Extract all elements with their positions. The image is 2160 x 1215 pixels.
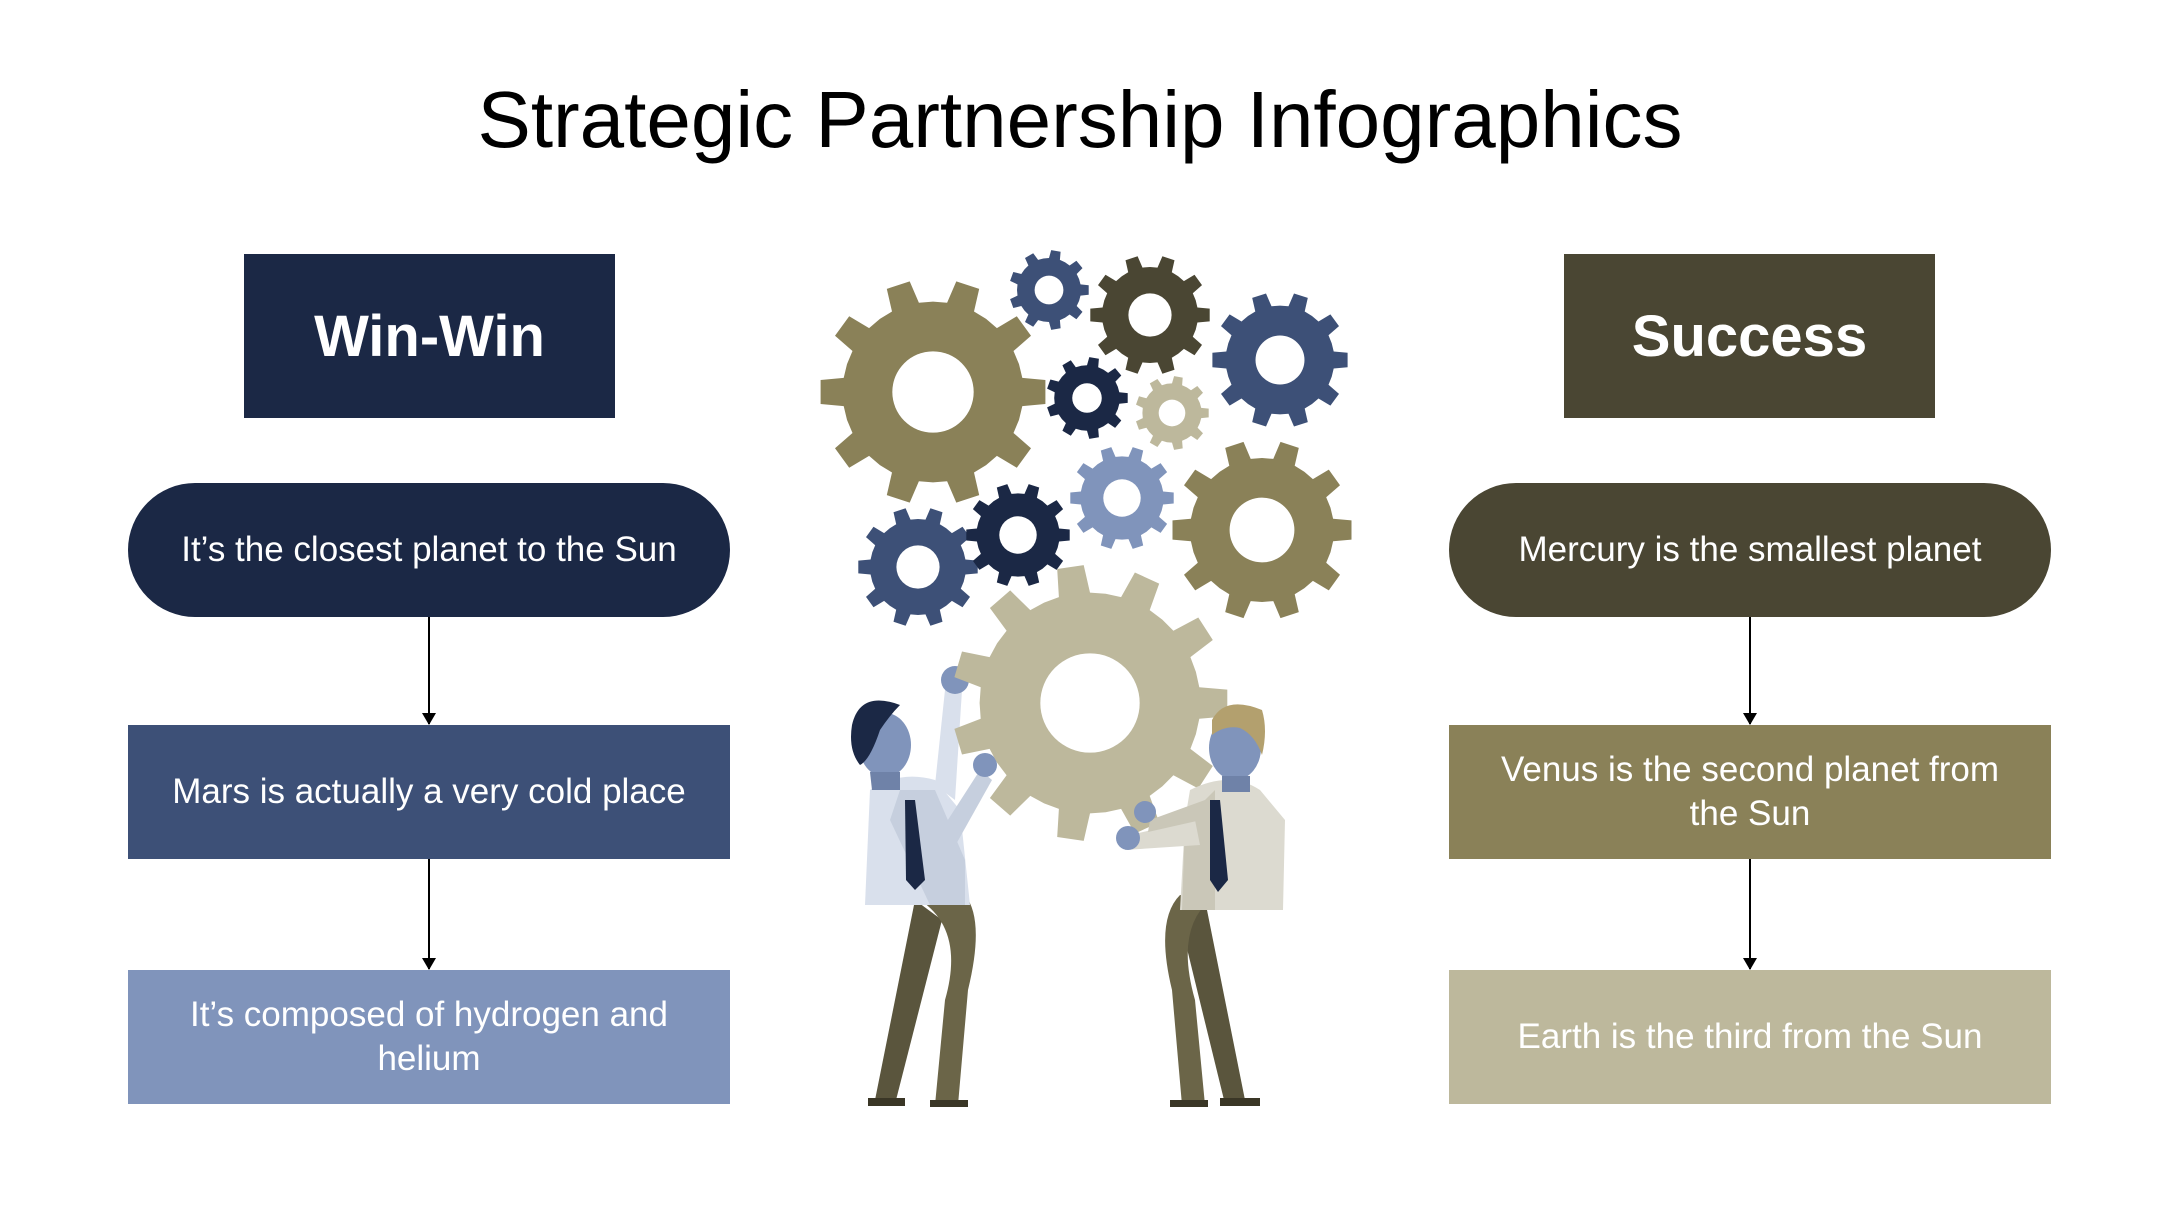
- win-win-header: Win-Win: [244, 254, 615, 418]
- left-step-2: Mars is actually a very cold place: [128, 725, 730, 859]
- right-arrow-1: [1743, 617, 1757, 725]
- gear-4: [1212, 293, 1348, 427]
- gear-10: [966, 484, 1070, 586]
- left-step-3: It’s composed of hydrogen and helium: [128, 970, 730, 1104]
- page-title: Strategic Partnership Infographics: [477, 75, 1683, 164]
- left-businessman-figure: [851, 666, 997, 1107]
- right-arrow-2: [1743, 859, 1757, 970]
- right-step-3: Earth is the third from the Sun: [1449, 970, 2051, 1104]
- large-lifted-gear: [954, 565, 1228, 841]
- partnership-gears-illustration: [820, 250, 1352, 1107]
- left-arrow-1: [422, 617, 436, 725]
- gear-1: [820, 281, 1046, 503]
- left-arrow-2: [422, 859, 436, 970]
- gear-7: [1070, 447, 1174, 549]
- right-businessman-figure: [1116, 704, 1285, 1107]
- gear-6: [1136, 376, 1209, 450]
- right-step-1: Mercury is the smallest planet: [1449, 483, 2051, 617]
- gear-2: [1010, 250, 1089, 330]
- success-header: Success: [1564, 254, 1935, 418]
- gear-8: [1172, 441, 1352, 619]
- gear-3: [1090, 256, 1210, 374]
- gears-cluster: [820, 250, 1352, 626]
- gear-5: [1047, 357, 1128, 439]
- right-step-2: Venus is the second planet from the Sun: [1449, 725, 2051, 859]
- large-gear: [954, 565, 1228, 841]
- gear-9: [858, 508, 978, 626]
- left-step-1: It’s the closest planet to the Sun: [128, 483, 730, 617]
